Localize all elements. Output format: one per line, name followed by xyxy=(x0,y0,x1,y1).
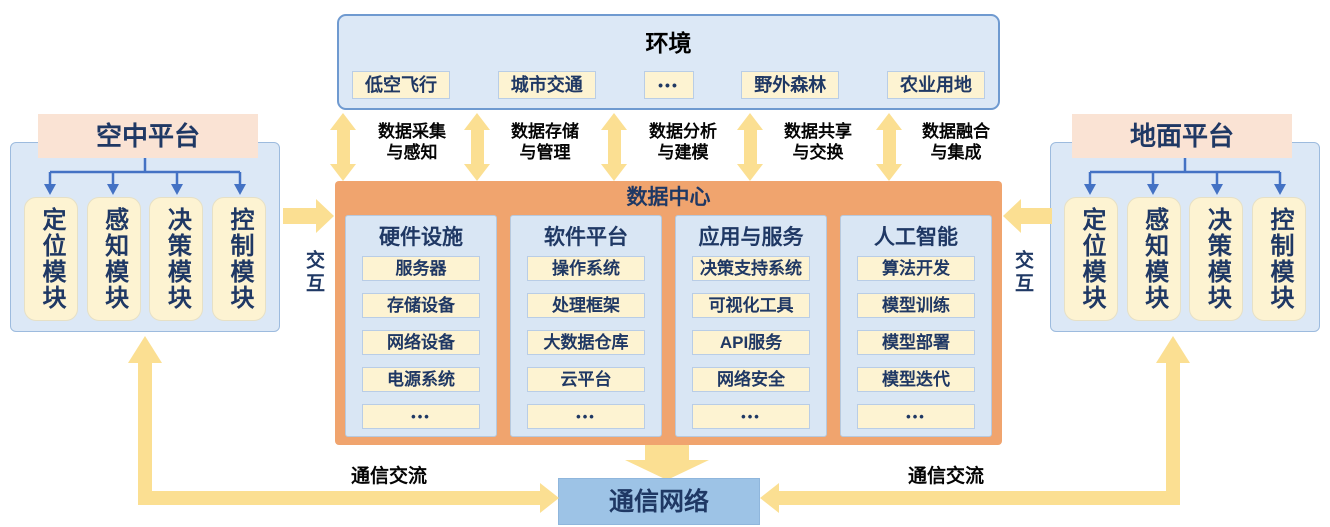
environment-panel: 环境 低空飞行 城市交通 ••• 野外森林 农业用地 xyxy=(337,14,1000,110)
dc-column-ai: 人工智能 算法开发 模型训练 模型部署 模型迭代 ••• xyxy=(840,215,992,437)
dc-item: 云平台 xyxy=(527,367,645,392)
dc-item-ellipsis: ••• xyxy=(692,404,810,429)
flow-label-data-storage: 数据存储 与管理 xyxy=(511,122,579,162)
arrow-segment xyxy=(283,208,317,224)
dc-column-title: 人工智能 xyxy=(874,226,958,249)
double-arrow-icon xyxy=(330,113,356,181)
data-center-panel: 数据中心 硬件设施 服务器 存储设备 网络设备 电源系统 ••• 软件平台 操作… xyxy=(335,181,1002,445)
arrow-segment xyxy=(1020,208,1052,224)
module-positioning: 定位模块 xyxy=(1064,197,1118,321)
double-arrow-icon xyxy=(876,113,902,181)
arrow-head-left-icon xyxy=(1003,199,1021,233)
module-control: 控制模块 xyxy=(211,197,266,321)
dc-column-software: 软件平台 操作系统 处理框架 大数据仓库 云平台 ••• xyxy=(510,215,662,437)
flow-label-data-collection: 数据采集 与感知 xyxy=(378,122,446,162)
dc-item: 模型迭代 xyxy=(857,367,975,392)
dc-item-ellipsis: ••• xyxy=(362,404,480,429)
ground-platform-title: 地面平台 xyxy=(1072,114,1292,158)
arrow-head-left-icon xyxy=(760,483,779,513)
environment-item-low-altitude-flight: 低空飞行 xyxy=(352,71,450,99)
dc-column-hardware: 硬件设施 服务器 存储设备 网络设备 电源系统 ••• xyxy=(345,215,497,437)
dc-column-title: 硬件设施 xyxy=(379,226,463,249)
comm-label-right: 通信交流 xyxy=(907,466,984,487)
dc-item: 电源系统 xyxy=(362,367,480,392)
module-perception: 感知模块 xyxy=(1126,197,1181,321)
arrow-segment xyxy=(138,491,541,505)
module-decision: 决策模块 xyxy=(149,197,204,321)
data-center-title: 数据中心 xyxy=(626,186,711,209)
arrow-segment xyxy=(138,362,152,505)
module-decision: 决策模块 xyxy=(1189,197,1244,321)
environment-item-urban-traffic: 城市交通 xyxy=(497,71,596,99)
flow-label-data-sharing: 数据共享 与交换 xyxy=(784,122,852,162)
arrow-segment xyxy=(779,491,1180,505)
interaction-label-right: 交互 xyxy=(1012,250,1033,296)
arrow-head-up-icon xyxy=(1156,336,1190,363)
dc-item: 操作系统 xyxy=(527,256,645,281)
arrow-head-right-icon xyxy=(540,483,559,513)
environment-item-wild-forest: 野外森林 xyxy=(741,71,840,99)
environment-title: 环境 xyxy=(645,30,692,56)
comm-network-box: 通信网络 xyxy=(558,478,760,525)
dc-item-ellipsis: ••• xyxy=(527,404,645,429)
dc-item: 算法开发 xyxy=(857,256,975,281)
air-platform-panel: 定位模块 感知模块 决策模块 控制模块 xyxy=(10,142,280,332)
dc-item: 存储设备 xyxy=(362,293,480,318)
module-positioning: 定位模块 xyxy=(24,197,78,321)
ground-platform-modules: 定位模块 感知模块 决策模块 控制模块 xyxy=(1051,197,1319,321)
interaction-label-left: 交互 xyxy=(303,250,324,296)
dc-item: 决策支持系统 xyxy=(692,256,810,281)
dc-item: 可视化工具 xyxy=(692,293,810,318)
ground-platform-panel: 定位模块 感知模块 决策模块 控制模块 xyxy=(1050,142,1320,332)
double-arrow-icon xyxy=(601,113,627,181)
environment-item-row: 低空飞行 城市交通 ••• 野外森林 农业用地 xyxy=(339,71,998,99)
arrow-head-down-icon xyxy=(625,460,709,480)
flow-label-data-analysis: 数据分析 与建模 xyxy=(649,122,717,162)
double-arrow-icon xyxy=(464,113,490,181)
data-center-columns: 硬件设施 服务器 存储设备 网络设备 电源系统 ••• 软件平台 操作系统 处理… xyxy=(335,215,1002,437)
dc-item: 网络安全 xyxy=(692,367,810,392)
air-platform-title: 空中平台 xyxy=(38,114,258,158)
dc-column-title: 应用与服务 xyxy=(698,226,804,249)
module-perception: 感知模块 xyxy=(86,197,141,321)
dc-item: 服务器 xyxy=(362,256,480,281)
dc-item: API服务 xyxy=(692,330,810,355)
dc-item: 大数据仓库 xyxy=(527,330,645,355)
dc-item: 网络设备 xyxy=(362,330,480,355)
flow-label-data-fusion: 数据融合 与集成 xyxy=(922,122,990,162)
double-arrow-icon xyxy=(737,113,763,181)
dc-item: 处理框架 xyxy=(527,293,645,318)
module-control: 控制模块 xyxy=(1251,197,1306,321)
air-platform-modules: 定位模块 感知模块 决策模块 控制模块 xyxy=(11,197,279,321)
environment-item-agricultural-land: 农业用地 xyxy=(887,71,985,99)
comm-label-left: 通信交流 xyxy=(350,466,427,487)
arrow-head-right-icon xyxy=(316,199,334,233)
environment-item-ellipsis: ••• xyxy=(643,71,694,99)
dc-item: 模型训练 xyxy=(857,293,975,318)
arrow-segment xyxy=(1166,362,1180,505)
arrow-head-up-icon xyxy=(128,336,162,363)
dc-column-title: 软件平台 xyxy=(544,226,628,249)
dc-item-ellipsis: ••• xyxy=(857,404,975,429)
dc-item: 模型部署 xyxy=(857,330,975,355)
dc-column-applications: 应用与服务 决策支持系统 可视化工具 API服务 网络安全 ••• xyxy=(675,215,827,437)
arrow-segment xyxy=(645,445,689,462)
